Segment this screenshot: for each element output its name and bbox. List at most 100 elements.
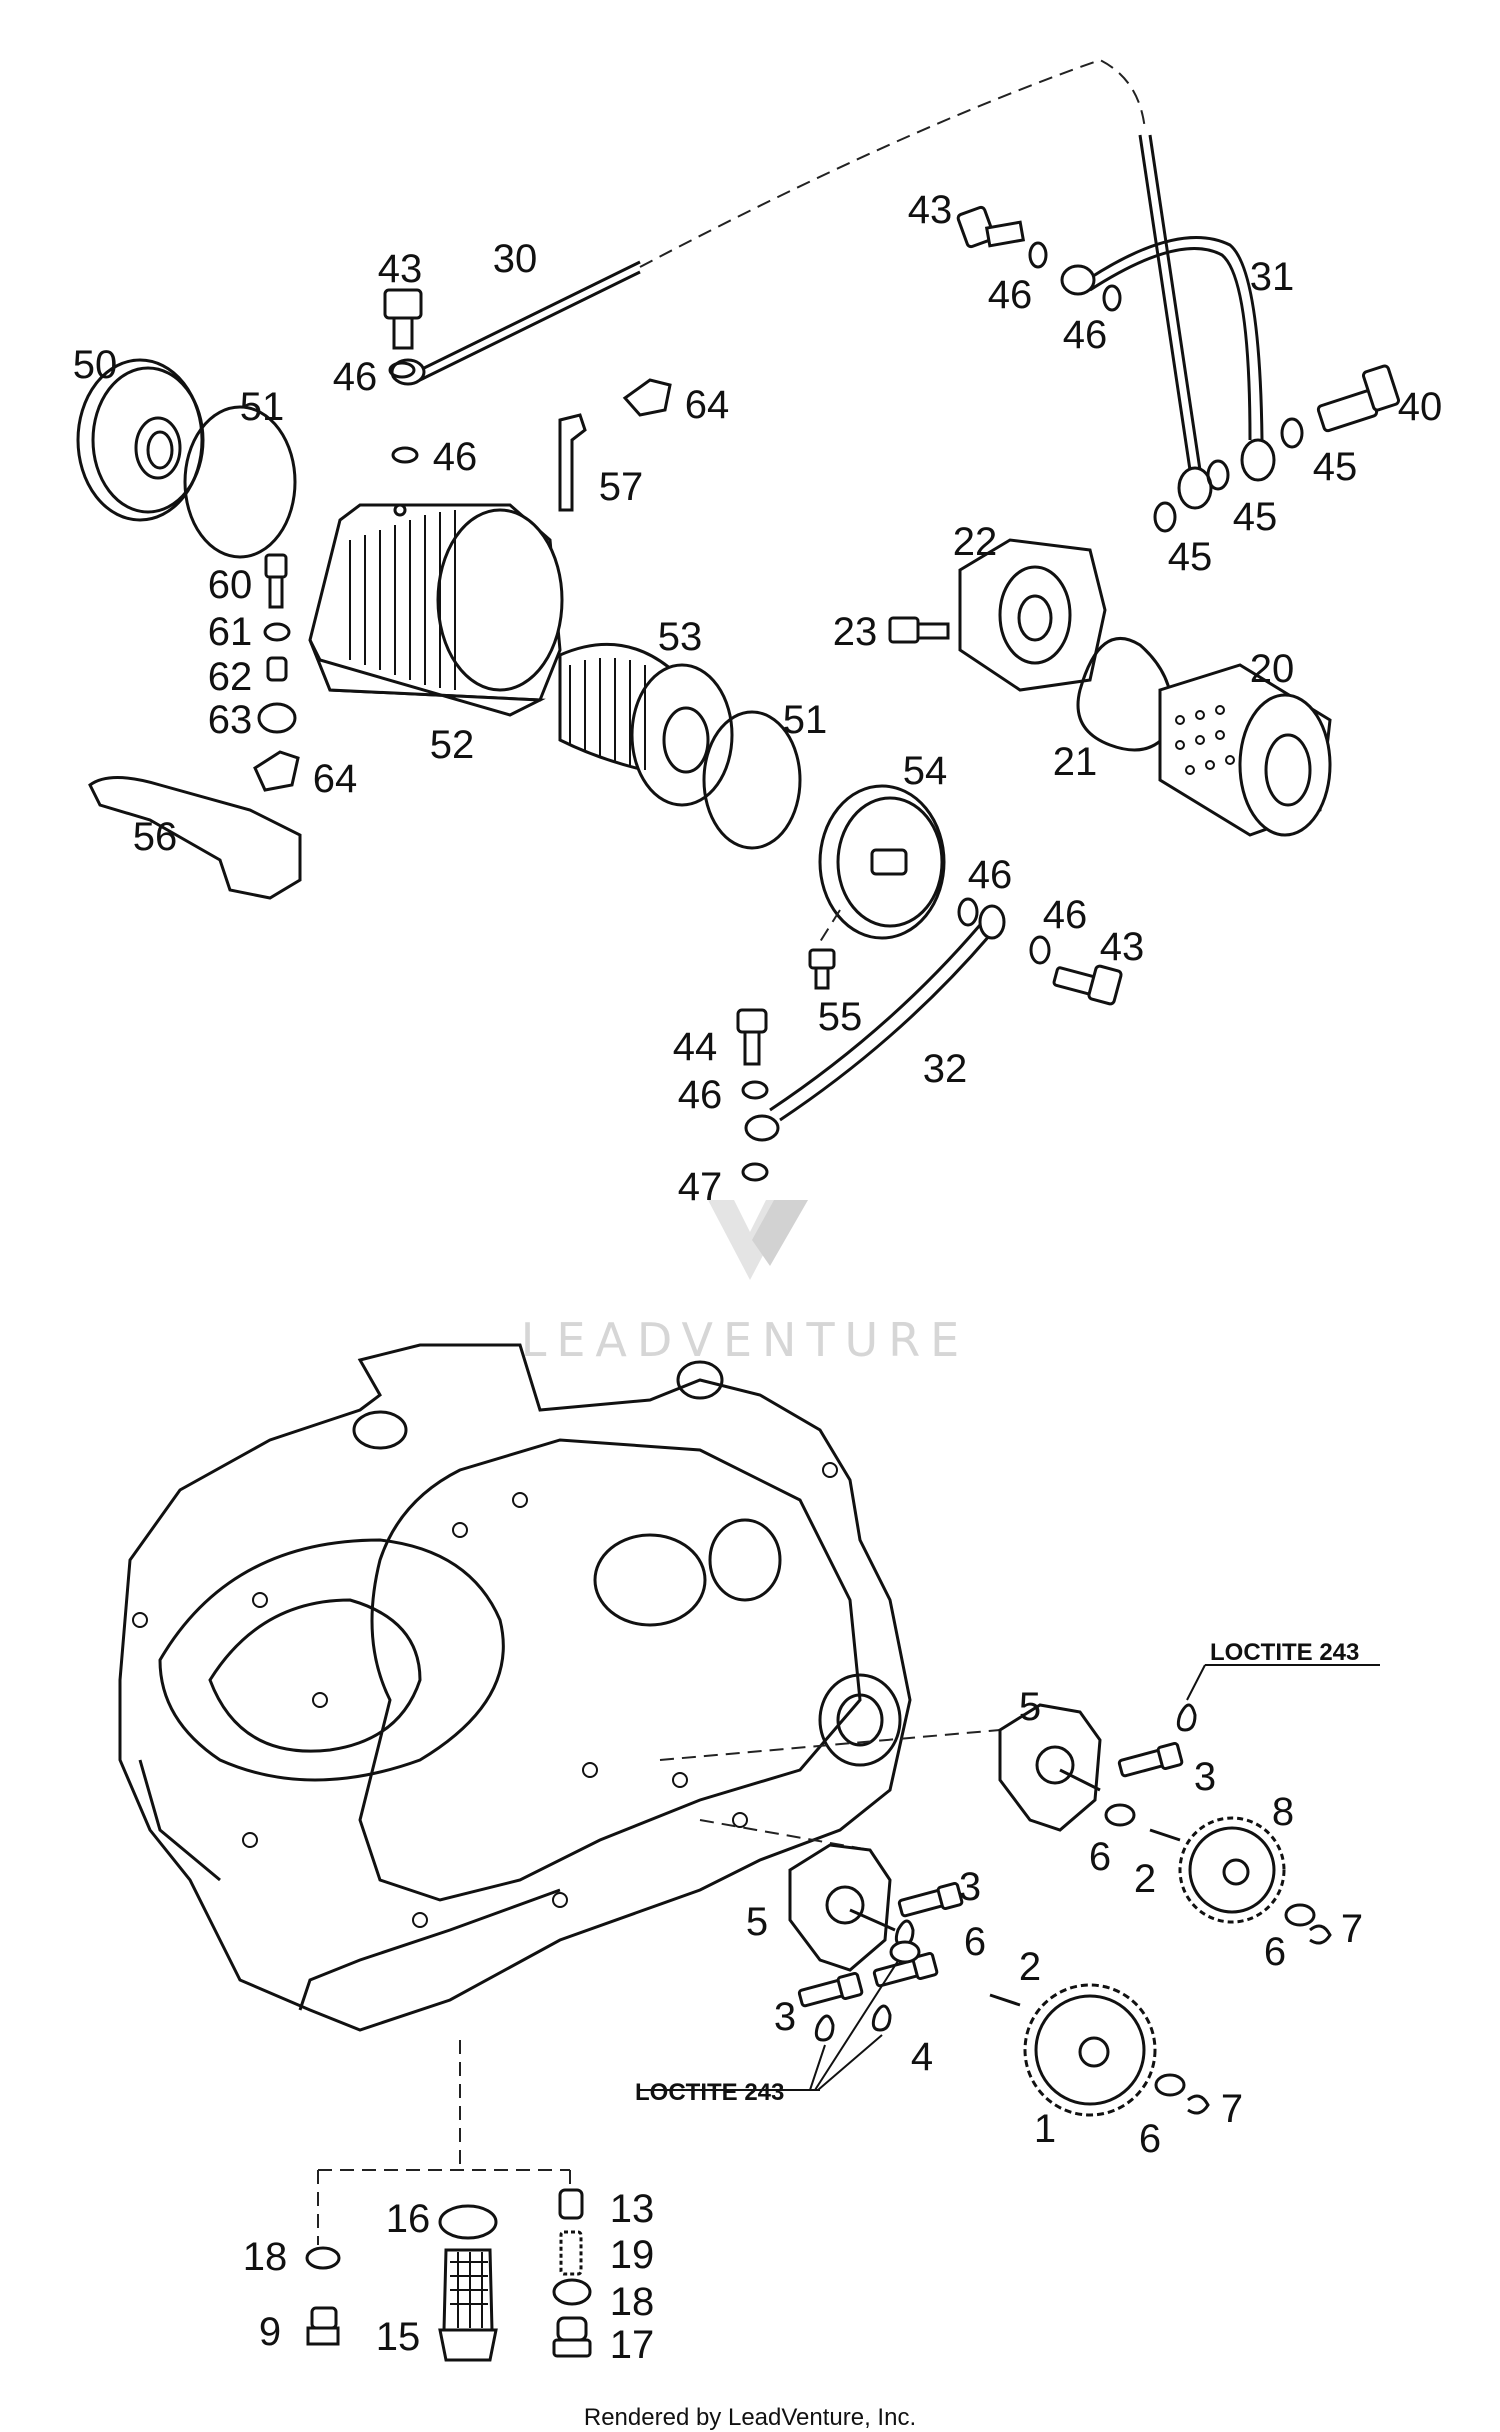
callout-64-bottom: 64	[313, 757, 358, 801]
callout-20: 20	[1250, 647, 1295, 691]
callout-40: 40	[1398, 385, 1443, 429]
bolt-23	[888, 616, 950, 644]
callout-45-b: 45	[1233, 495, 1278, 539]
callout-3-c: 3	[774, 1995, 796, 2039]
callout-44: 44	[673, 1025, 718, 1069]
callout-6-a: 6	[1089, 1835, 1111, 1879]
oil-line-30	[390, 58, 1146, 386]
callout-7-b: 7	[1221, 2087, 1243, 2131]
callout-43-top: 43	[908, 188, 953, 232]
oil-filter-20	[1158, 663, 1332, 837]
bracket-57	[558, 413, 587, 512]
callout-46-d: 46	[1063, 313, 1108, 357]
callout-32: 32	[923, 1047, 968, 1091]
callout-4: 4	[911, 2035, 933, 2079]
filter-element-53	[558, 642, 734, 807]
circlips-7	[1187, 1924, 1332, 2115]
filter-housing-52	[308, 503, 564, 717]
clip-64-bottom	[253, 750, 300, 792]
callout-15: 15	[376, 2315, 421, 2359]
callout-46-f: 46	[1043, 893, 1088, 937]
loctite-note-top: LOCTITE 243	[1210, 1639, 1359, 1666]
screw-3-c	[797, 1971, 864, 2008]
oil-line-31	[1060, 235, 1276, 482]
callout-57: 57	[599, 465, 644, 509]
callout-50: 50	[73, 343, 118, 387]
callout-22: 22	[953, 520, 998, 564]
washer-18-right	[552, 2278, 592, 2306]
callout-18-left: 18	[243, 2235, 288, 2279]
filter-cover-22	[958, 538, 1107, 692]
spring-19	[559, 2230, 583, 2276]
callout-3-a: 3	[1194, 1755, 1216, 1799]
callout-52: 52	[430, 723, 475, 767]
cover-54	[817, 784, 946, 946]
filter-cover-50	[76, 358, 205, 522]
callout-1: 1	[1034, 2107, 1056, 2151]
banjo-bolt-43-top	[956, 205, 1026, 249]
callout-30: 30	[493, 237, 538, 281]
callout-6-b: 6	[964, 1920, 986, 1964]
oil-screen-15	[438, 2248, 498, 2362]
callout-5-upper: 5	[1019, 1685, 1041, 1729]
pump-housing-5-upper	[998, 1703, 1102, 1832]
crankcase-half	[118, 1343, 1001, 2170]
callout-3-b: 3	[959, 1865, 981, 1909]
callout-21: 21	[1053, 740, 1098, 784]
callout-62: 62	[208, 655, 253, 699]
o-ring-51-right	[702, 710, 802, 850]
callout-31: 31	[1250, 255, 1295, 299]
callout-7-a: 7	[1341, 1907, 1363, 1951]
callout-16: 16	[386, 2197, 431, 2241]
oil-line-32	[744, 904, 1006, 1142]
callout-46-a: 46	[333, 355, 378, 399]
callout-45-a: 45	[1313, 445, 1358, 489]
gear-8	[1178, 1816, 1286, 1924]
callout-2-a: 2	[1134, 1857, 1156, 1901]
callout-46-b: 46	[433, 435, 478, 479]
o-ring-16	[438, 2204, 498, 2240]
callout-46-g: 46	[678, 1073, 723, 1117]
washer-61	[263, 622, 291, 642]
callout-9: 9	[259, 2310, 281, 2354]
plug-17	[552, 2316, 592, 2358]
callout-18-right: 18	[610, 2280, 655, 2324]
washers-6	[889, 1803, 1316, 2097]
pump-housing-5-lower	[788, 1843, 896, 1972]
callout-60: 60	[208, 563, 253, 607]
screw-3-b	[897, 1881, 964, 1918]
oil-line-vertical	[1138, 134, 1213, 510]
banjo-bolt-40	[1316, 364, 1401, 433]
gear-1	[1023, 1983, 1157, 2117]
callout-8: 8	[1272, 1790, 1294, 1834]
callout-13: 13	[610, 2187, 655, 2231]
watermark-logo-icon	[708, 1200, 808, 1280]
callout-55: 55	[818, 995, 863, 1039]
callout-43-left: 43	[378, 247, 423, 291]
pins-2	[989, 1828, 1181, 2007]
sealing-washers	[388, 241, 1304, 1182]
footer-credit: Rendered by LeadVenture, Inc.	[584, 2404, 916, 2431]
callout-19: 19	[610, 2233, 655, 2277]
callout-56: 56	[133, 815, 178, 859]
o-ring-51-left	[183, 405, 297, 559]
callout-47: 47	[678, 1165, 723, 1209]
callout-53: 53	[658, 615, 703, 659]
callout-2-b: 2	[1019, 1945, 1041, 1989]
callout-23: 23	[833, 610, 878, 654]
screw-9	[306, 2306, 340, 2346]
callout-64-top: 64	[685, 383, 730, 427]
loctite-note-bottom: LOCTITE 243	[635, 2079, 784, 2106]
cap-13	[558, 2188, 584, 2220]
callout-46-e: 46	[968, 853, 1013, 897]
grommet-63	[257, 702, 297, 734]
callout-5-lower: 5	[746, 1900, 768, 1944]
callout-17: 17	[610, 2323, 655, 2367]
screw-3-a	[1117, 1741, 1184, 1778]
banjo-bolt-44	[736, 1008, 768, 1066]
callout-6-c: 6	[1264, 1930, 1286, 1974]
clip-64-top	[622, 378, 672, 417]
screw-60	[264, 553, 288, 609]
screw-55	[808, 948, 836, 990]
callout-6-d: 6	[1139, 2117, 1161, 2161]
